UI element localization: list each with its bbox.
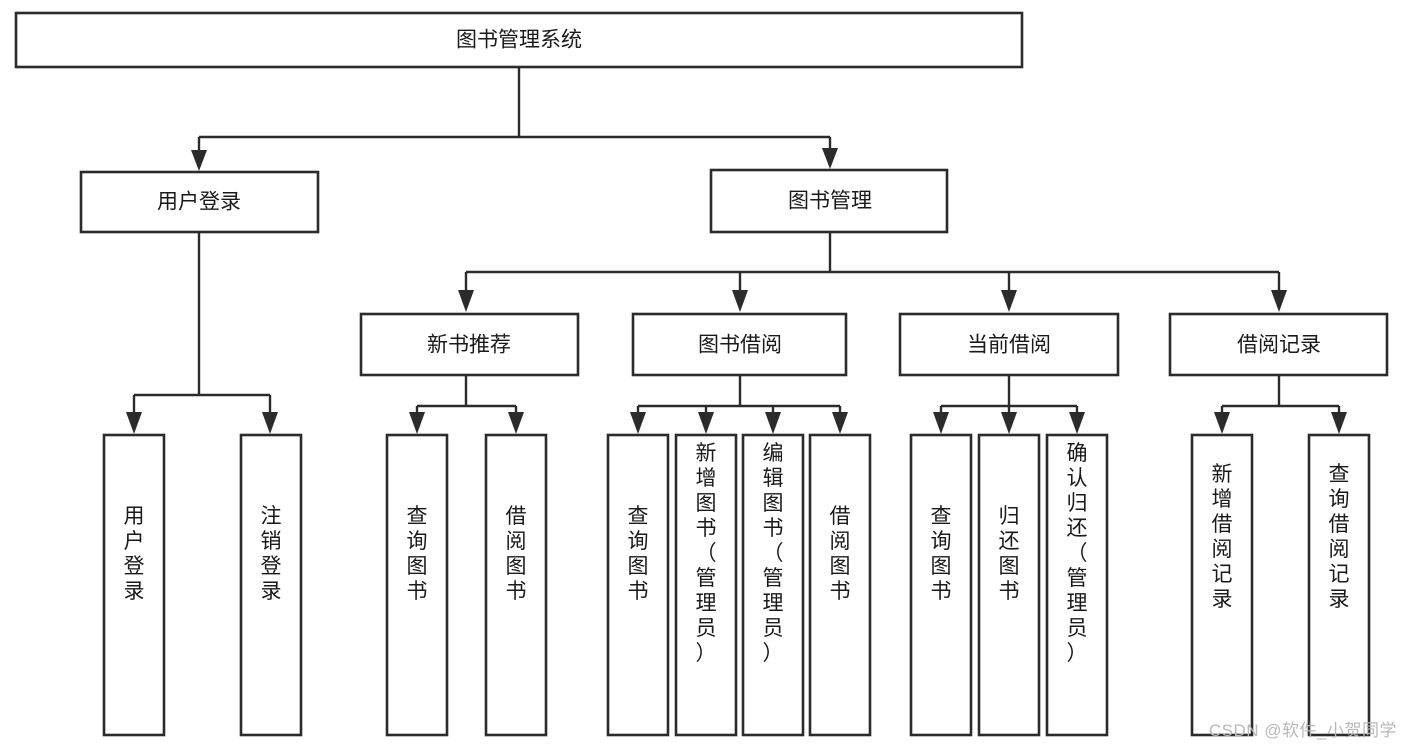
node-current-borrow-box[interactable]: [898, 312, 1120, 377]
arrowhead-leaf-borrow-book-2: [832, 412, 848, 434]
node-new-book-rec-label: 新书推荐: [427, 334, 511, 357]
node-leaf-logout-box[interactable]: [239, 433, 303, 737]
node-leaf-return-book-box[interactable]: [977, 433, 1041, 737]
node-leaf-query-book-1[interactable]: 查询图书: [385, 433, 449, 737]
arrowhead-leaf-add-record: [1214, 412, 1230, 434]
node-leaf-user-login-box[interactable]: [102, 433, 166, 737]
arrowhead-leaf-query-book-2: [630, 412, 646, 434]
node-leaf-query-record[interactable]: 查询借阅记录: [1307, 433, 1371, 737]
node-leaf-logout-label: 注销登录: [261, 505, 282, 603]
node-leaf-query-book-3-label: 查询图书: [931, 505, 952, 603]
arrowhead-user-login: [191, 150, 207, 171]
node-leaf-edit-book-box[interactable]: [741, 433, 805, 737]
arrowhead-book-borrow: [732, 290, 748, 312]
node-book-manage-label: 图书管理: [788, 190, 872, 213]
arrowhead-book-manage: [822, 148, 838, 169]
node-root-box[interactable]: [14, 11, 1024, 69]
arrowhead-leaf-query-book-3: [933, 412, 949, 434]
arrowhead-leaf-borrow-book-1: [508, 412, 524, 434]
node-user-login-box[interactable]: [79, 170, 320, 234]
node-leaf-borrow-book-2[interactable]: 借阅图书: [808, 433, 872, 737]
node-leaf-query-book-3[interactable]: 查询图书: [909, 433, 973, 737]
node-leaf-add-book-label: 新增图书（管理员）: [696, 442, 717, 665]
node-leaf-query-book-3-box[interactable]: [909, 433, 973, 737]
arrowhead-leaf-edit-book: [765, 412, 781, 434]
node-new-book-rec-box[interactable]: [359, 312, 580, 377]
node-leaf-add-record[interactable]: 新增借阅记录: [1190, 433, 1254, 737]
node-leaf-user-login-label: 用户登录: [124, 505, 145, 603]
node-leaf-query-book-1-box[interactable]: [385, 433, 449, 737]
node-leaf-borrow-book-1[interactable]: 借阅图书: [484, 433, 548, 737]
node-leaf-query-book-1-label: 查询图书: [407, 505, 428, 603]
arrowhead-leaf-confirm-return: [1069, 412, 1085, 434]
arrowhead-leaf-query-record: [1331, 412, 1347, 434]
node-book-borrow[interactable]: 图书借阅: [631, 312, 848, 377]
node-leaf-add-record-label: 新增借阅记录: [1212, 463, 1233, 611]
node-book-borrow-label: 图书借阅: [698, 334, 782, 357]
node-root-label: 图书管理系统: [456, 29, 582, 52]
arrowhead-leaf-user-login: [126, 412, 142, 434]
node-user-login-label: 用户登录: [157, 191, 241, 214]
connector-layer: [126, 67, 1347, 434]
node-current-borrow[interactable]: 当前借阅: [898, 312, 1120, 377]
node-leaf-confirm-return-box[interactable]: [1045, 433, 1109, 737]
node-leaf-borrow-book-1-label: 借阅图书: [506, 505, 527, 603]
node-leaf-confirm-return[interactable]: 确认归还（管理员）: [1045, 433, 1109, 737]
node-leaf-add-book-box[interactable]: [674, 433, 738, 737]
node-book-manage[interactable]: 图书管理: [709, 168, 949, 234]
node-leaf-borrow-book-2-box[interactable]: [808, 433, 872, 737]
arrowhead-current-borrow: [1001, 290, 1017, 312]
node-borrow-record-label: 借阅记录: [1237, 334, 1321, 357]
node-leaf-edit-book-label: 编辑图书（管理员）: [763, 442, 784, 665]
node-leaf-query-record-label: 查询借阅记录: [1329, 463, 1350, 611]
node-leaf-borrow-book-1-box[interactable]: [484, 433, 548, 737]
node-borrow-record[interactable]: 借阅记录: [1168, 312, 1389, 377]
node-leaf-query-book-2-box[interactable]: [606, 433, 670, 737]
arrowhead-leaf-logout: [262, 412, 278, 434]
node-current-borrow-label: 当前借阅: [967, 334, 1051, 357]
node-leaf-query-record-box[interactable]: [1307, 433, 1371, 737]
node-leaf-borrow-book-2-label: 借阅图书: [830, 505, 851, 603]
node-leaf-user-login[interactable]: 用户登录: [102, 433, 166, 737]
arrowhead-leaf-return-book: [1001, 412, 1017, 434]
arrowhead-leaf-query-book-1: [409, 412, 425, 434]
node-book-manage-box[interactable]: [709, 168, 949, 234]
node-new-book-rec[interactable]: 新书推荐: [359, 312, 580, 377]
node-borrow-record-box[interactable]: [1168, 312, 1389, 377]
node-leaf-add-record-box[interactable]: [1190, 433, 1254, 737]
node-leaf-edit-book[interactable]: 编辑图书（管理员）: [741, 433, 805, 737]
arrowhead-leaf-add-book: [698, 412, 714, 434]
node-user-login[interactable]: 用户登录: [79, 170, 320, 234]
node-leaf-return-book[interactable]: 归还图书: [977, 433, 1041, 737]
node-root[interactable]: 图书管理系统: [14, 11, 1024, 69]
node-leaf-query-book-2[interactable]: 查询图书: [606, 433, 670, 737]
node-leaf-confirm-return-label: 确认归还（管理员）: [1067, 442, 1088, 665]
node-leaf-add-book[interactable]: 新增图书（管理员）: [674, 433, 738, 737]
node-leaf-logout[interactable]: 注销登录: [239, 433, 303, 737]
node-book-borrow-box[interactable]: [631, 312, 848, 377]
node-leaf-query-book-2-label: 查询图书: [628, 505, 649, 603]
arrowhead-new-book-rec: [458, 290, 474, 312]
node-leaf-return-book-label: 归还图书: [999, 505, 1020, 603]
arrowhead-borrow-record: [1271, 290, 1287, 312]
